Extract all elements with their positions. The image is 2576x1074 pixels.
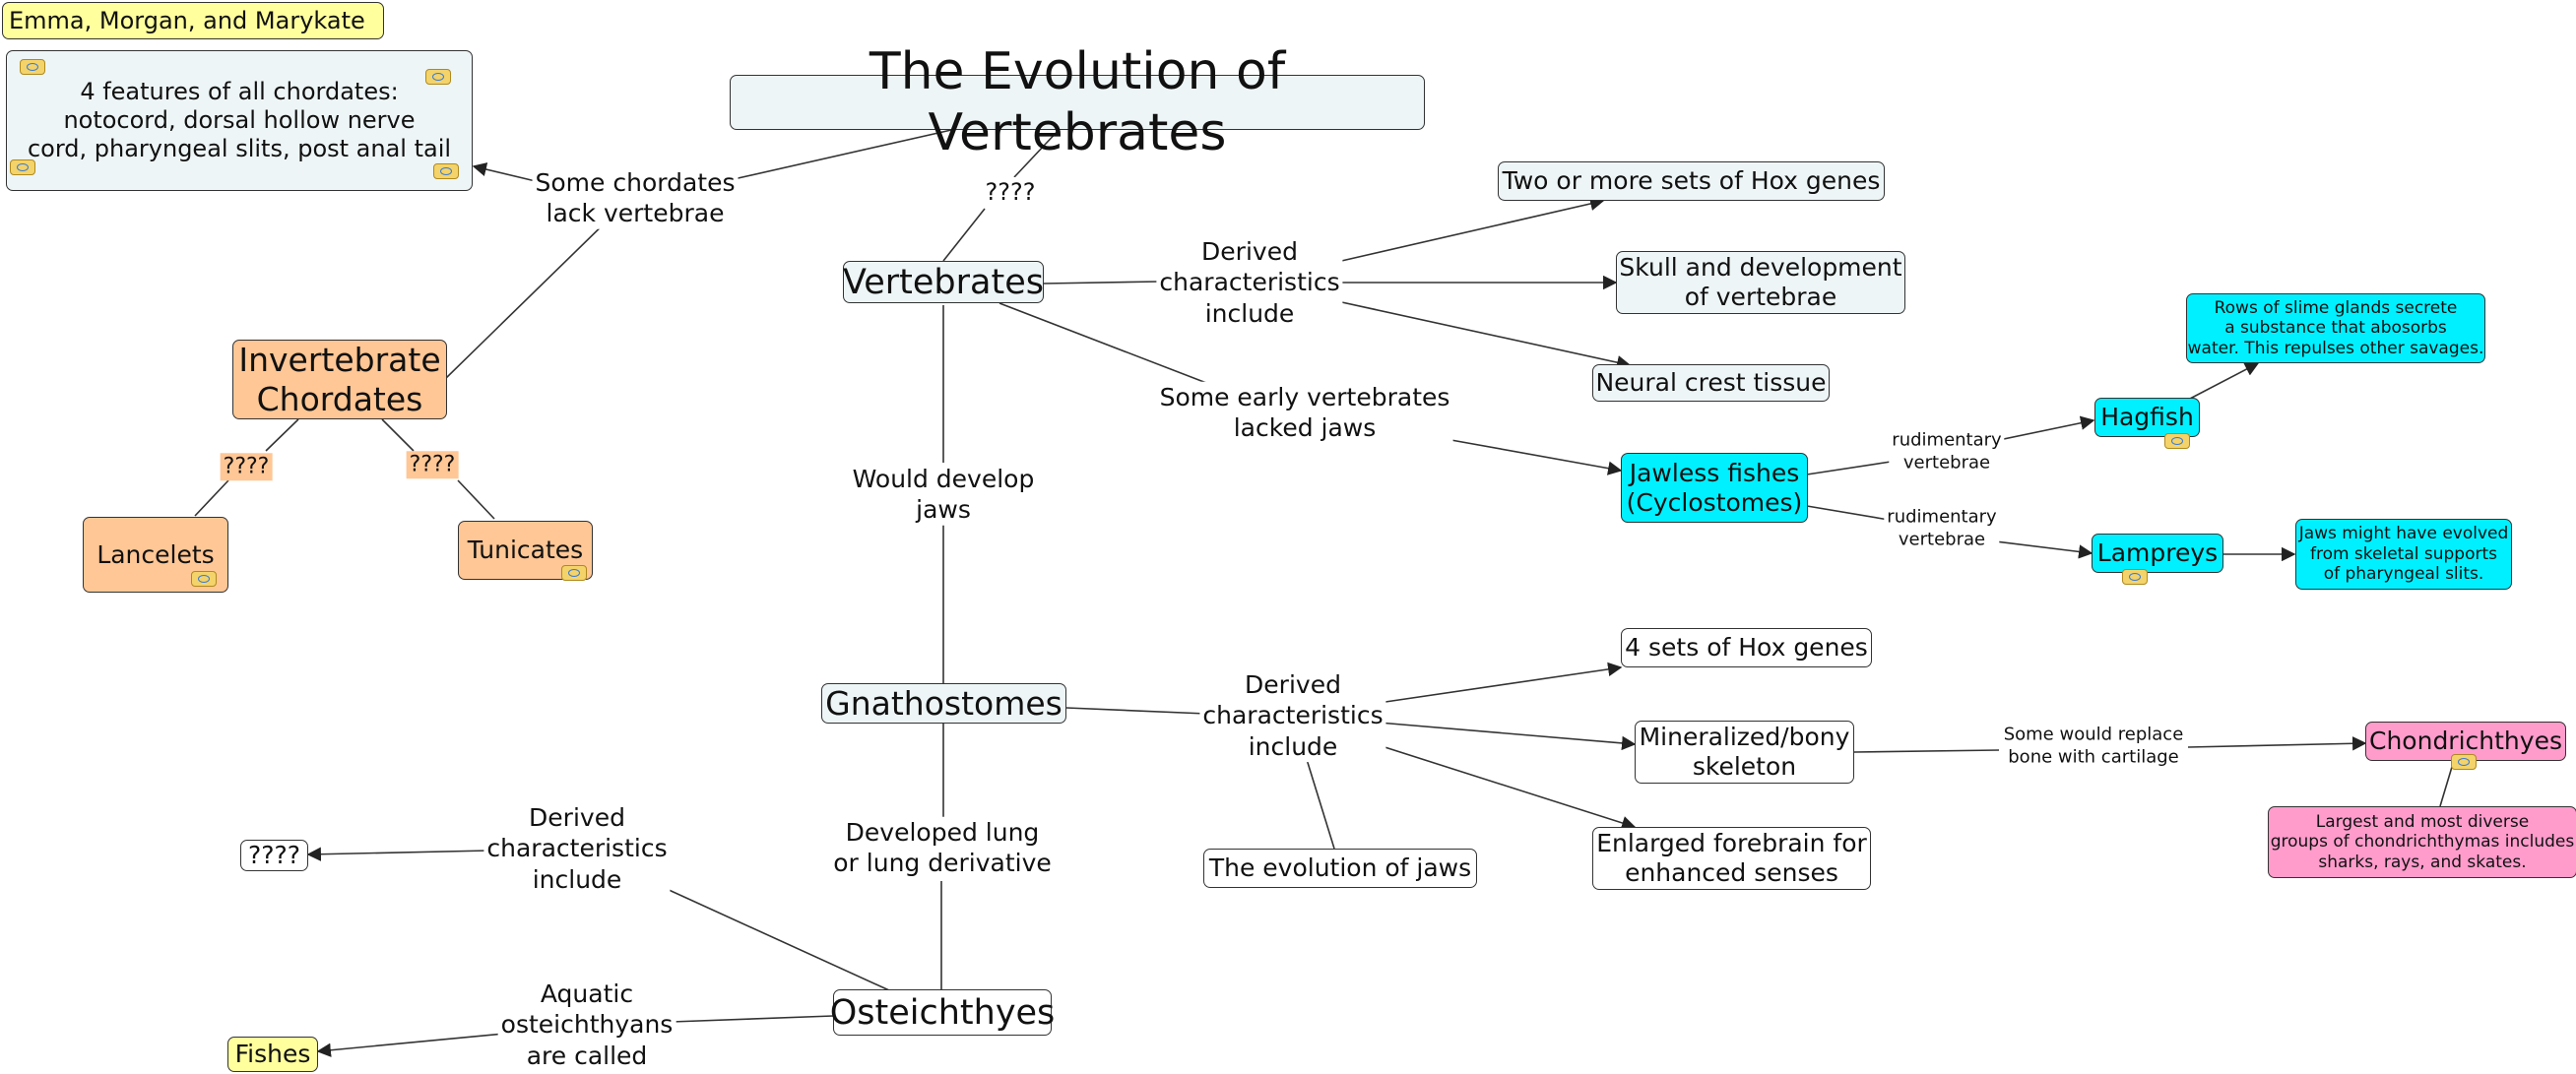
tunicates-node[interactable]: Tunicates bbox=[458, 521, 593, 580]
link-label-derived-vertebrates: Derived characteristics include bbox=[1156, 236, 1343, 329]
resource-badge-icon[interactable] bbox=[191, 571, 217, 587]
evolution-jaws-node[interactable]: The evolution of jaws bbox=[1203, 849, 1477, 888]
forebrain-node[interactable]: Enlarged forebrain for enhanced senses bbox=[1592, 827, 1871, 890]
gnathostomes-node[interactable]: Gnathostomes bbox=[821, 683, 1066, 724]
link-label-tunicates: ???? bbox=[406, 451, 459, 478]
lampreys-node[interactable]: Lampreys bbox=[2092, 534, 2223, 573]
link-label-some-chordates: Some chordates lack vertebrae bbox=[532, 166, 739, 229]
link-label-derived-gnathostomes: Derived characteristics include bbox=[1199, 669, 1386, 762]
mineralized-skeleton-node[interactable]: Mineralized/bony skeleton bbox=[1635, 721, 1854, 784]
resource-badge-icon[interactable] bbox=[20, 59, 45, 75]
hagfish-node[interactable]: Hagfish bbox=[2094, 398, 2200, 437]
hagfish-note-node[interactable]: Rows of slime glands secrete a substance… bbox=[2186, 293, 2485, 363]
map-title: The Evolution of Vertebrates bbox=[730, 42, 1425, 162]
hox-two-or-more-node[interactable]: Two or more sets of Hox genes bbox=[1498, 161, 1885, 201]
link-label-developed-lung: Developed lung or lung derivative bbox=[830, 816, 1055, 879]
resource-badge-icon[interactable] bbox=[2164, 433, 2190, 449]
resource-badge-icon[interactable] bbox=[425, 69, 451, 85]
chordate-features-node[interactable]: 4 features of all chordates: notocord, d… bbox=[6, 50, 473, 191]
neural-crest-node[interactable]: Neural crest tissue bbox=[1592, 364, 1830, 402]
resource-badge-icon[interactable] bbox=[10, 159, 35, 175]
osteichthyes-node[interactable]: Osteichthyes bbox=[830, 989, 1055, 1036]
link-label-title-vertebrates: ???? bbox=[982, 177, 1039, 207]
authors-label: Emma, Morgan, and Marykate bbox=[2, 2, 384, 39]
invertebrate-chordates-node[interactable]: Invertebrate Chordates bbox=[232, 340, 447, 419]
link-label-derived-osteichthyes: Derived characteristics include bbox=[483, 802, 671, 895]
resource-badge-icon[interactable] bbox=[2122, 569, 2148, 585]
resource-badge-icon[interactable] bbox=[433, 163, 459, 179]
link-label-rudimentary-hagfish: rudimentary vertebrae bbox=[1889, 429, 2005, 474]
link-label-aquatic: Aquatic osteichthyans are called bbox=[497, 979, 676, 1071]
unknown-trait-node[interactable]: ???? bbox=[240, 840, 308, 871]
skull-vertebrae-node[interactable]: Skull and development of vertebrae bbox=[1616, 251, 1905, 314]
resource-badge-icon[interactable] bbox=[2451, 754, 2477, 770]
link-label-lancelets: ???? bbox=[220, 453, 273, 480]
link-label-replace-bone: Some would replace bone with cartilage bbox=[2000, 724, 2187, 769]
hox-four-node[interactable]: 4 sets of Hox genes bbox=[1621, 628, 1872, 667]
fishes-node[interactable]: Fishes bbox=[227, 1037, 318, 1072]
vertebrates-node[interactable]: Vertebrates bbox=[843, 261, 1044, 303]
resource-badge-icon[interactable] bbox=[561, 565, 587, 581]
chondrichthyes-note-node[interactable]: Largest and most diverse groups of chond… bbox=[2268, 806, 2576, 878]
jawless-fishes-node[interactable]: Jawless fishes (Cyclostomes) bbox=[1621, 453, 1808, 523]
link-label-would-develop: Would develop jaws bbox=[849, 463, 1038, 526]
link-label-rudimentary-lampreys: rudimentary vertebrae bbox=[1884, 506, 2000, 551]
link-label-early-jawless: Some early vertebrates lacked jaws bbox=[1156, 381, 1453, 444]
lampreys-note-node[interactable]: Jaws might have evolved from skeletal su… bbox=[2295, 519, 2512, 590]
